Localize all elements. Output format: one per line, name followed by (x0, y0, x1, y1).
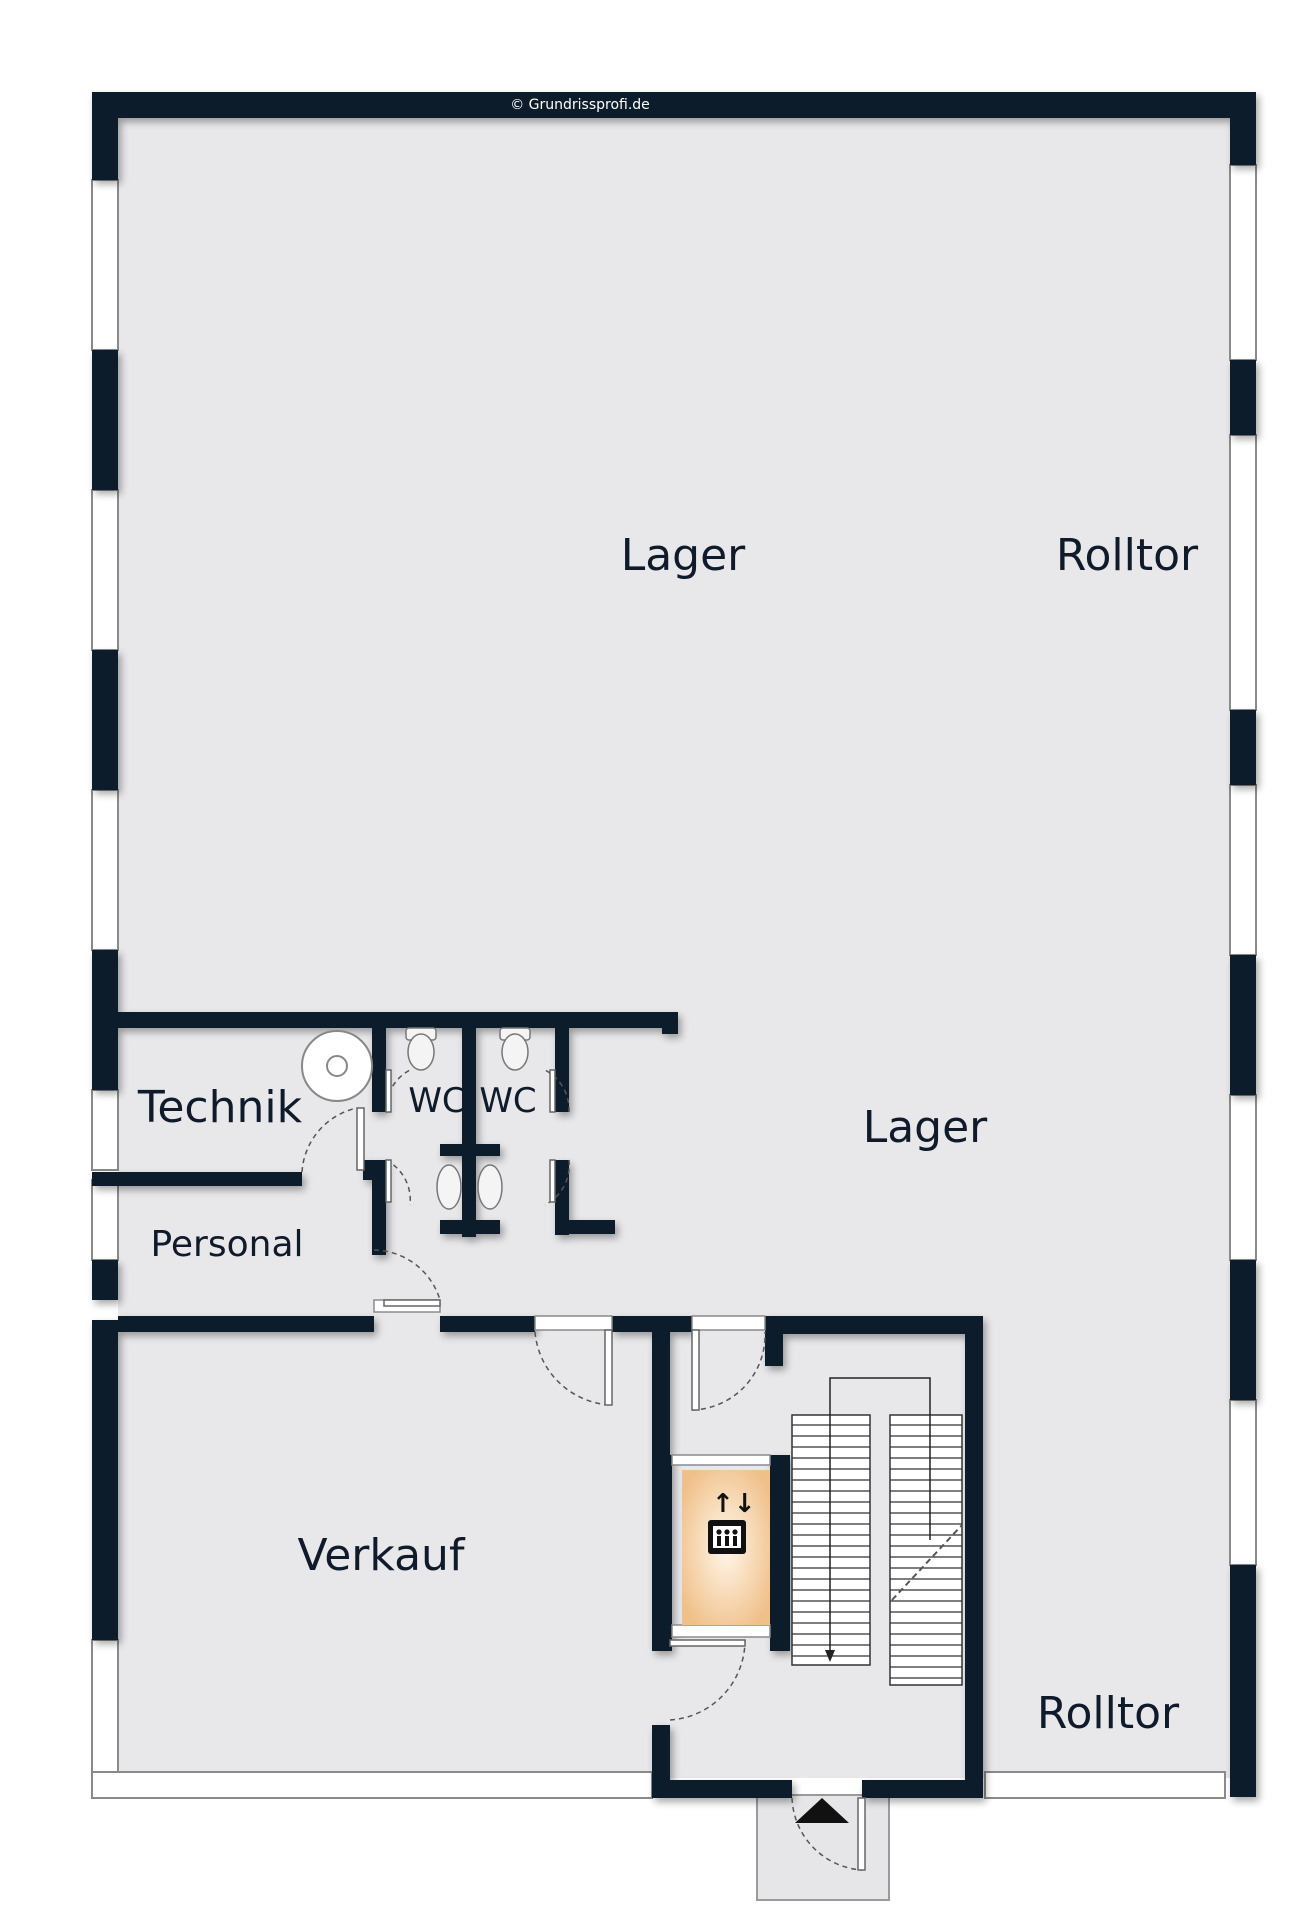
room-label-lager-main: Lager (621, 530, 746, 581)
toilet-icon (501, 1033, 529, 1071)
entrance-arrow-icon (795, 1798, 849, 1823)
room-label-rolltor-right: Rolltor (1056, 530, 1199, 581)
room-label-personal: Personal (150, 1224, 303, 1265)
floor-area (118, 118, 1230, 1778)
svg-text:↑↓: ↑↓ (712, 1489, 756, 1519)
toilet-icon (407, 1033, 435, 1071)
elevator-icon: ↑↓ (682, 1470, 770, 1625)
wc-fixtures (405, 1027, 531, 1210)
copyright-text: © Grundrissprofi.de (510, 97, 650, 113)
sink-icon (477, 1164, 503, 1210)
sink-icon (436, 1164, 462, 1210)
room-label-verkauf: Verkauf (298, 1530, 466, 1581)
room-label-lager-second: Lager (863, 1102, 988, 1153)
room-label-rolltor-bottom: Rolltor (1037, 1688, 1180, 1739)
walls (92, 92, 1256, 1798)
room-label-wc-left: WC (408, 1081, 465, 1121)
room-label-wc-right: WC (479, 1081, 536, 1121)
staircase-icon (791, 1377, 963, 1686)
doors (301, 1069, 863, 1871)
door-leaves (356, 1069, 866, 1871)
room-label-technik: Technik (137, 1082, 303, 1133)
boiler-icon (301, 1030, 373, 1102)
